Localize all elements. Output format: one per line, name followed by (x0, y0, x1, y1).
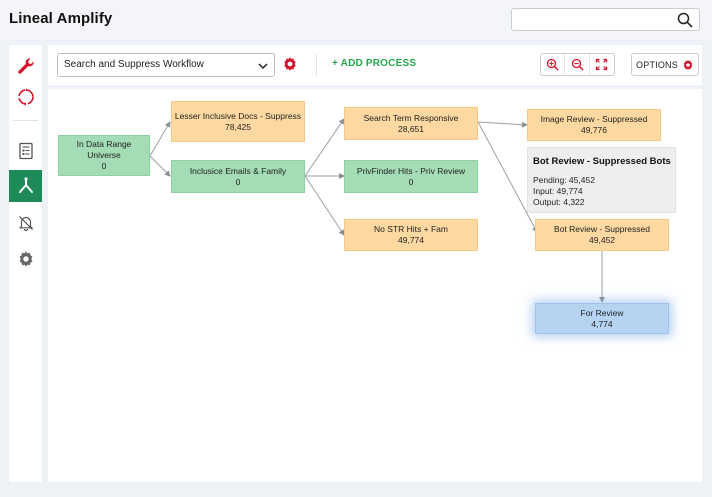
edge-n4-n8 (477, 121, 538, 233)
node-title: Search Term Responsive (363, 112, 459, 123)
zoom-in-icon (547, 58, 559, 71)
workflow-branch-icon (18, 177, 33, 193)
sidebar-item-notifications[interactable] (9, 207, 42, 239)
edge-n4-n7 (477, 121, 528, 128)
node-count: 28,651 (398, 123, 424, 134)
bell-off-icon (18, 216, 33, 232)
workflow-node[interactable]: Bot Review - Suppressed 49,452 (535, 219, 669, 251)
workflow-node[interactable]: Image Review - Suppressed 49,776 (527, 109, 661, 141)
workflow-settings-gear-icon[interactable] (282, 56, 298, 72)
chevron-down-icon (258, 63, 268, 70)
expand-icon (596, 58, 608, 71)
workflow-select-value: Search and Suppress Workflow (64, 59, 204, 70)
search-box[interactable] (511, 8, 700, 31)
workflow-toolbar: Search and Suppress Workflow + ADD PROCE… (48, 45, 702, 85)
sidebar-item-settings[interactable] (9, 243, 42, 275)
node-title: Bot Review - Suppressed (554, 224, 650, 234)
fit-to-screen-button[interactable] (590, 54, 614, 75)
edge-n1-n2 (149, 121, 171, 157)
node-title: Image Review - Suppressed (540, 114, 648, 124)
app-title: Lineal Amplify (9, 10, 113, 27)
app-header: Lineal Amplify (0, 0, 712, 40)
options-label: OPTIONS (636, 59, 678, 70)
node-title: Inclusice Emails & Family (189, 165, 287, 176)
zoom-out-button[interactable] (565, 54, 590, 75)
node-title: In Data Range Universe (76, 139, 132, 160)
tooltip-pending: Pending: 45,452 (533, 175, 595, 185)
sidebar-divider (13, 120, 38, 121)
workflow-node-selected[interactable]: For Review 4,774 (535, 303, 669, 334)
wrench-icon (17, 58, 34, 74)
options-button[interactable]: OPTIONS (631, 53, 699, 76)
node-title: No STR Hits + Fam (374, 224, 448, 234)
workflow-node[interactable]: Search Term Responsive 28,651 (344, 107, 478, 140)
node-count: 49,774 (398, 235, 424, 245)
sidebar (9, 45, 42, 482)
edge-n1-n3 (149, 155, 171, 177)
options-gear-icon (683, 59, 693, 70)
sidebar-item-workflow[interactable] (9, 170, 42, 202)
edge-n3-n4 (304, 118, 345, 177)
refresh-cycle-icon (17, 88, 34, 106)
zoom-in-button[interactable] (541, 54, 566, 75)
toolbar-divider (316, 54, 317, 76)
node-count: 0 (235, 176, 241, 187)
add-process-button[interactable]: + ADD PROCESS (332, 58, 417, 69)
settings-gear-icon (19, 251, 32, 267)
node-count: 4,774 (591, 318, 613, 329)
zoom-out-icon (571, 58, 584, 71)
node-count: 0 (408, 176, 414, 187)
edge-n3-n6 (304, 175, 345, 236)
sidebar-item-tools[interactable] (9, 50, 42, 82)
workflow-select[interactable]: Search and Suppress Workflow (57, 53, 275, 77)
node-title: For Review (580, 307, 624, 318)
sidebar-item-refresh[interactable] (9, 81, 42, 113)
zoom-controls (540, 53, 615, 76)
node-count: 0 (101, 161, 107, 171)
workflow-edges (149, 118, 605, 303)
node-tooltip: Bot Review - Suppressed Bots Pending: 45… (527, 147, 676, 213)
node-title: PrivFinder Hits - Priv Review (356, 165, 466, 176)
tooltip-output: Output: 4,322 (533, 197, 585, 207)
workflow-canvas[interactable]: In Data Range Universe 0 Lesser Inclusiv… (48, 89, 702, 482)
workflow-node[interactable]: Lesser Inclusive Docs - Suppress 78,425 (171, 101, 305, 142)
node-count: 49,452 (589, 235, 615, 245)
workflow-node[interactable]: PrivFinder Hits - Priv Review 0 (344, 160, 478, 193)
tooltip-input: Input: 49,774 (533, 186, 583, 196)
sidebar-item-reports[interactable] (9, 135, 42, 167)
workflow-node[interactable]: In Data Range Universe 0 (58, 135, 150, 176)
node-count: 49,776 (581, 125, 607, 135)
search-icon[interactable] (677, 12, 693, 28)
report-document-icon (18, 142, 33, 160)
node-title: Lesser Inclusive Docs - Suppress (174, 110, 302, 121)
search-input[interactable] (518, 12, 673, 28)
workflow-node[interactable]: No STR Hits + Fam 49,774 (344, 219, 478, 251)
node-count: 78,425 (225, 121, 251, 132)
tooltip-title: Bot Review - Suppressed Bots (533, 156, 671, 167)
workflow-node[interactable]: Inclusice Emails & Family 0 (171, 160, 305, 193)
